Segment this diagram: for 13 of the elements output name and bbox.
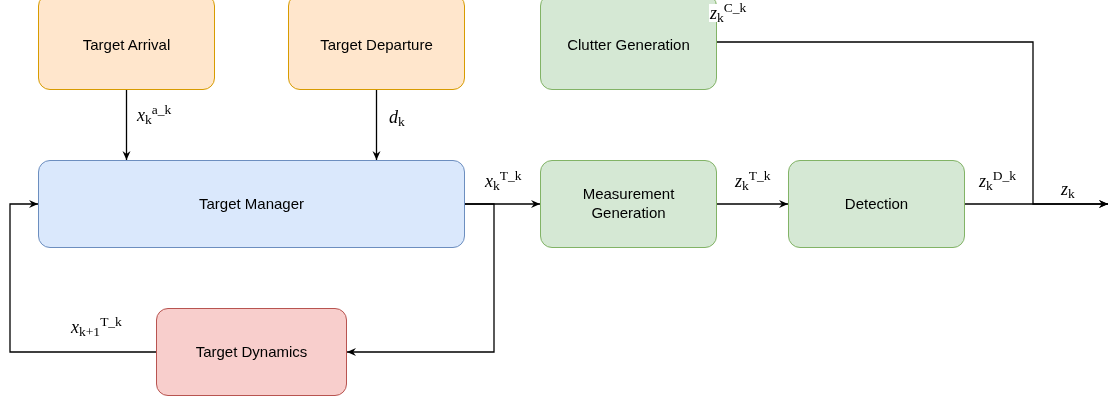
edge-label: d$_{k}$ xyxy=(388,108,406,126)
process-box: Target Manager xyxy=(38,160,465,248)
process-box: Detection xyxy=(788,160,965,248)
process-box: Target Dynamics xyxy=(156,308,347,396)
process-box: Target Arrival xyxy=(38,0,215,90)
arrow xyxy=(346,203,495,356)
arrow xyxy=(716,41,1109,208)
arrow xyxy=(716,200,789,208)
arrow xyxy=(372,89,381,161)
arrow xyxy=(122,89,131,161)
arrow xyxy=(9,200,157,353)
process-box: Target Departure xyxy=(288,0,465,90)
process-box: Measurement Generation xyxy=(540,160,717,248)
